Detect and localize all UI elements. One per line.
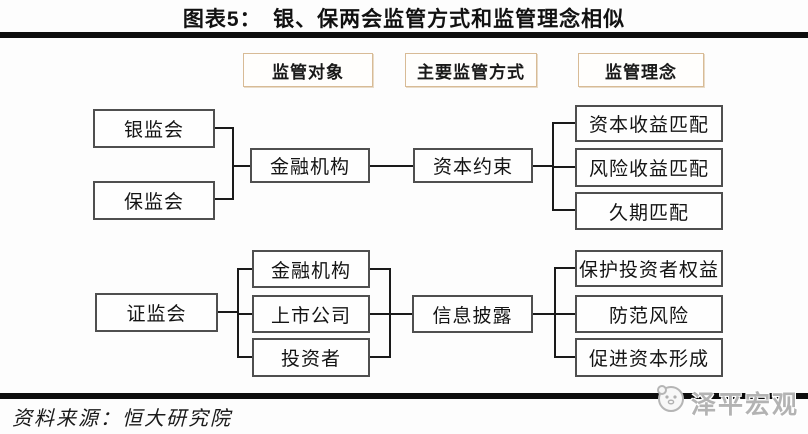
connector: [533, 165, 553, 167]
connector: [237, 268, 252, 270]
figure-title: 图表5： 银、保两会监管方式和监管理念相似: [182, 8, 626, 31]
connector: [370, 356, 390, 358]
column-header-regulation-target: 监管对象: [243, 53, 373, 87]
connector: [237, 313, 252, 315]
node-financial-institutions-bottom: 金融机构: [252, 250, 370, 288]
connector: [554, 313, 575, 315]
connector: [215, 198, 233, 200]
node-csrc: 证监会: [95, 293, 218, 332]
connector: [554, 267, 556, 358]
top-rule: [0, 32, 808, 38]
node-duration-matching: 久期匹配: [575, 192, 723, 230]
connector: [370, 313, 412, 315]
connector: [218, 311, 238, 313]
connector: [237, 356, 252, 358]
connector: [552, 122, 575, 124]
connector: [533, 313, 555, 315]
connector: [552, 166, 575, 168]
source-note: 资料来源：恒大研究院: [12, 408, 232, 430]
node-information-disclosure: 信息披露: [412, 295, 533, 333]
node-listed-companies: 上市公司: [252, 295, 370, 333]
node-protect-investor-rights: 保护投资者权益: [575, 250, 723, 287]
node-cbrc: 银监会: [93, 109, 215, 148]
node-capital-return-matching: 资本收益匹配: [575, 105, 723, 142]
connector: [552, 209, 575, 211]
node-investors: 投资者: [252, 338, 370, 377]
watermark-text: 泽平宏观: [691, 391, 800, 419]
node-promote-capital-formation: 促进资本形成: [575, 338, 723, 377]
connector: [215, 127, 233, 129]
watermark-mascot-icon: [657, 385, 684, 412]
connector: [370, 165, 413, 167]
connector: [554, 356, 575, 358]
connector: [554, 267, 575, 269]
connector: [370, 268, 390, 270]
bottom-rule: [0, 393, 808, 399]
node-risk-return-matching: 风险收益匹配: [575, 148, 723, 187]
column-header-regulation-concept: 监管理念: [578, 53, 704, 87]
connector: [232, 127, 234, 200]
connector: [232, 165, 250, 167]
node-financial-institutions-top: 金融机构: [250, 148, 370, 183]
node-capital-constraint: 资本约束: [413, 148, 533, 183]
node-prevent-risk: 防范风险: [575, 295, 723, 333]
node-circ: 保监会: [93, 181, 215, 220]
column-header-main-method: 主要监管方式: [405, 53, 537, 87]
